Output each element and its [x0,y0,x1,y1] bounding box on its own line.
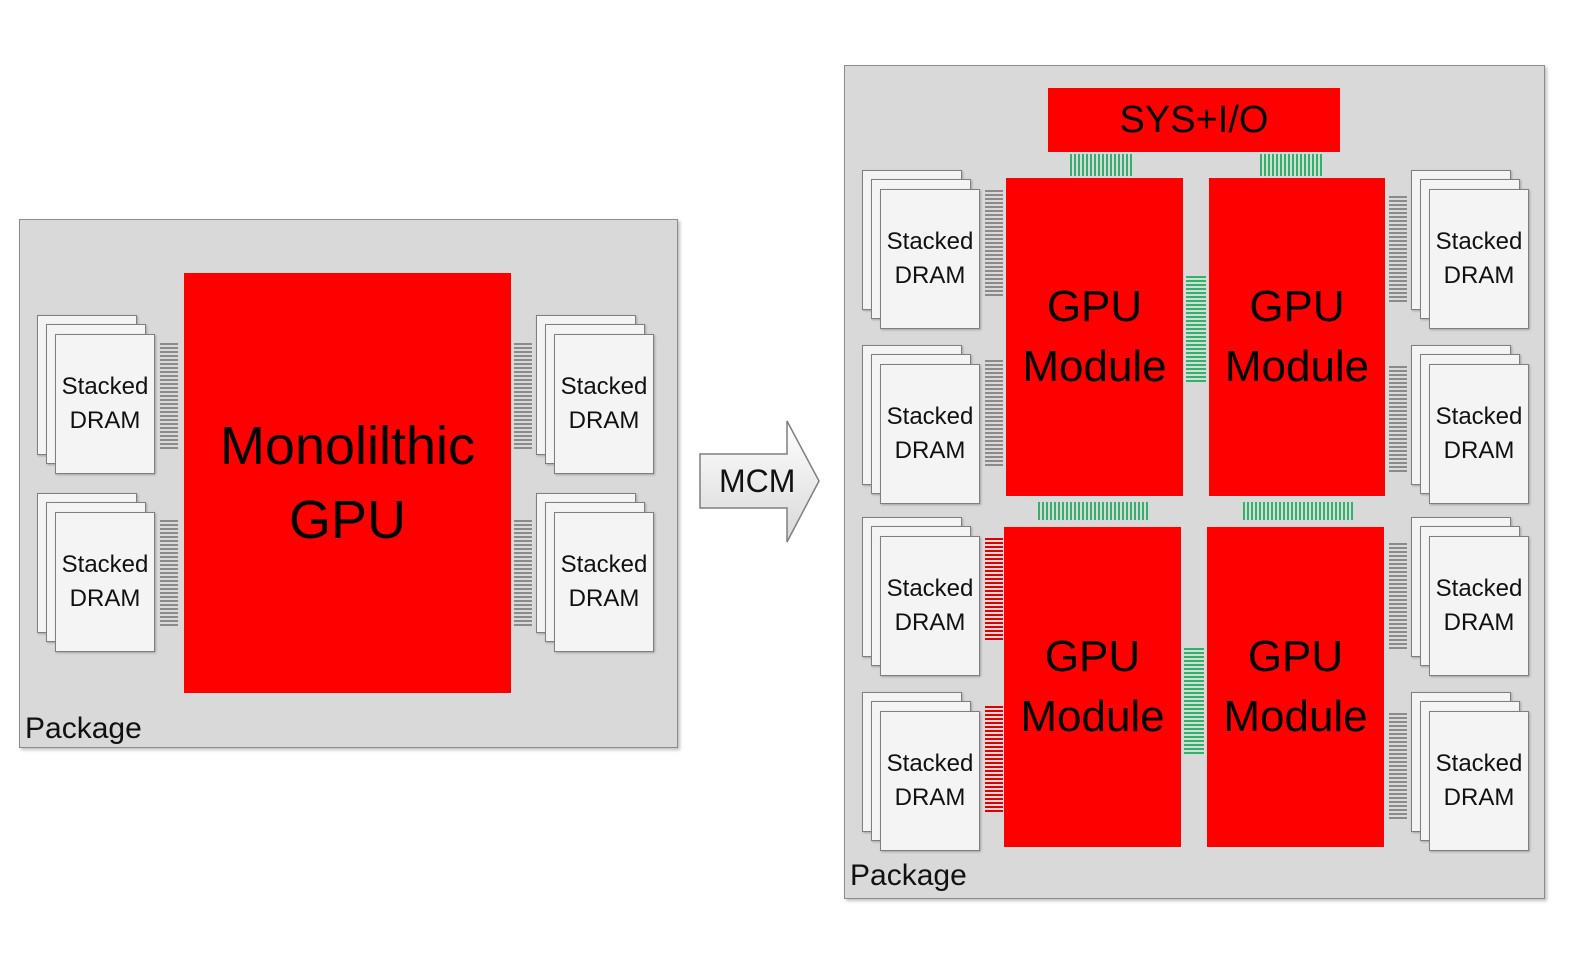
dram-label: Stacked DRAM [1429,189,1529,329]
right-dram-stack-l1: Stacked DRAM [862,170,982,332]
module-interconnect [1243,502,1353,520]
dram-interconnect [514,520,532,626]
gpu-module-1: GPU Module [1006,178,1183,496]
module-interconnect [1038,502,1148,520]
dram-interconnect [985,190,1003,298]
dram-interconnect-red [985,538,1003,642]
dram-label: Stacked DRAM [880,536,980,676]
dram-interconnect [160,520,178,626]
right-dram-stack-r4: Stacked DRAM [1411,692,1531,854]
module-interconnect [1186,276,1206,384]
left-package-label: Package [25,712,142,745]
dram-interconnect [514,343,532,449]
right-dram-stack-r3: Stacked DRAM [1411,517,1531,679]
left-dram-stack-3: Stacked DRAM [536,315,656,477]
left-dram-stack-4: Stacked DRAM [536,493,656,655]
gpu-module-2: GPU Module [1209,178,1385,496]
dram-label: Stacked DRAM [55,334,155,474]
right-dram-stack-r1: Stacked DRAM [1411,170,1531,332]
dram-label: Stacked DRAM [880,711,980,851]
dram-label: Stacked DRAM [55,512,155,652]
dram-interconnect [1389,713,1407,821]
mcm-arrow-icon [699,420,820,543]
dram-interconnect [1389,196,1407,304]
left-dram-stack-2: Stacked DRAM [37,493,157,655]
dram-label: Stacked DRAM [554,334,654,474]
gpu-module-4: GPU Module [1207,527,1384,847]
dram-interconnect [1389,543,1407,651]
dram-interconnect [160,343,178,449]
sys-interconnect [1260,154,1324,176]
right-dram-stack-r2: Stacked DRAM [1411,345,1531,507]
module-interconnect [1184,648,1204,756]
right-dram-stack-l4: Stacked DRAM [862,692,982,854]
left-dram-stack-1: Stacked DRAM [37,315,157,477]
dram-label: Stacked DRAM [880,364,980,504]
mcm-arrow-label: MCM [719,463,796,499]
monolithic-gpu-block: Monolilthic GPU [184,273,511,693]
dram-label: Stacked DRAM [1429,711,1529,851]
dram-interconnect [985,360,1003,468]
dram-label: Stacked DRAM [1429,536,1529,676]
right-package-label: Package [850,859,967,892]
sys-io-block: SYS+I/O [1048,88,1340,152]
dram-label: Stacked DRAM [880,189,980,329]
dram-label: Stacked DRAM [1429,364,1529,504]
dram-label: Stacked DRAM [554,512,654,652]
gpu-module-3: GPU Module [1004,527,1181,847]
sys-interconnect [1070,154,1134,176]
dram-interconnect-red [985,706,1003,814]
right-dram-stack-l2: Stacked DRAM [862,345,982,507]
dram-interconnect [1389,366,1407,474]
right-dram-stack-l3: Stacked DRAM [862,517,982,679]
